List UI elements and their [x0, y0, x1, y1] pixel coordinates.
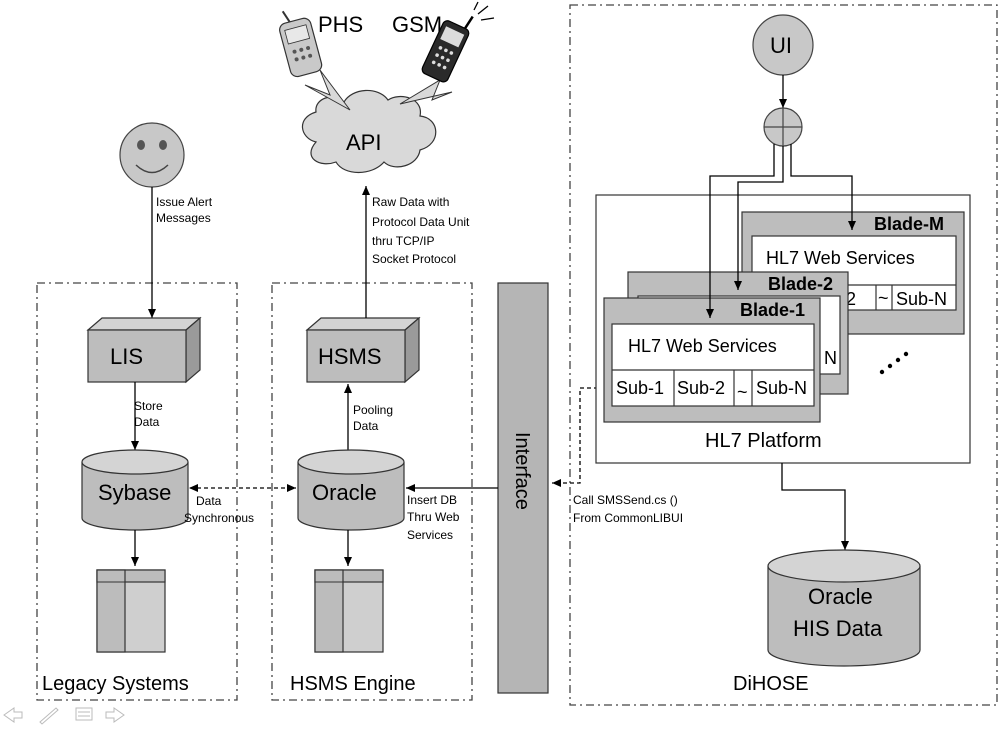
gsm-label: GSM: [392, 12, 442, 37]
api-cloud: API: [301, 89, 437, 174]
api-label: API: [346, 130, 381, 155]
lis-label: LIS: [110, 344, 143, 369]
raw-data-label-2: Protocol Data Unit: [372, 215, 470, 229]
insert-db-label-2: Thru Web: [407, 510, 460, 524]
ui-label: UI: [770, 33, 792, 58]
signal-waves-icon: [473, 1, 495, 21]
blade-1-tilde: ~: [737, 382, 748, 402]
back-arrow-icon[interactable]: [3, 707, 23, 723]
blade-2-label: Blade-2: [768, 274, 833, 294]
more-blades-dots: [879, 351, 909, 375]
menu-icon[interactable]: [75, 707, 93, 721]
hsms-label: HSMS: [318, 344, 382, 369]
raw-data-label-3: thru TCP/IP: [372, 234, 434, 248]
hsms-table-icon: [314, 569, 384, 653]
data-sync-label-1: Data: [196, 494, 222, 508]
his-label-1: Oracle: [808, 584, 873, 609]
gsm-phone-icon: [421, 15, 474, 83]
hsms-engine-box: [271, 282, 473, 701]
issue-alert-label-2: Messages: [156, 211, 211, 225]
legacy-table-icon: [96, 569, 166, 653]
phs-label: PHS: [318, 12, 363, 37]
sub-2-label: Sub-2: [677, 378, 725, 398]
sybase-label: Sybase: [98, 480, 171, 505]
insert-db-label-3: Services: [407, 528, 453, 542]
sub-1-label: Sub-1: [616, 378, 664, 398]
ui-circle: UI: [752, 14, 814, 76]
phs-phone-icon: [279, 10, 323, 78]
blade-1-sub-n-label: Sub-N: [756, 378, 807, 398]
sybase-database: Sybase: [81, 449, 189, 531]
lis-box: LIS: [86, 316, 202, 384]
insert-db-label-1: Insert DB: [407, 493, 457, 507]
oracle-his-database: Oracle HIS Data: [767, 549, 921, 667]
or-junction-icon: [763, 107, 803, 147]
pooling-data-label-1: Pooling: [353, 403, 393, 417]
hl7-platform-title: HL7 Platform: [705, 430, 822, 452]
raw-data-label-4: Socket Protocol: [372, 252, 456, 266]
interface-label: Interface: [511, 432, 533, 510]
blade-m-tilde: ~: [878, 288, 889, 308]
store-data-label-2: Data: [134, 415, 160, 429]
blade-1-web-services-label: HL7 Web Services: [628, 336, 777, 356]
data-sync-label-2: Synchronous: [184, 511, 254, 525]
hsms-engine-title: HSMS Engine: [290, 673, 416, 695]
blade-m-label: Blade-M: [874, 214, 944, 234]
his-label-2: HIS Data: [793, 616, 883, 641]
hsms-box: HSMS: [305, 316, 421, 384]
store-data-label-1: Store: [134, 399, 163, 413]
svg-text:N: N: [824, 348, 837, 368]
pooling-data-label-2: Data: [353, 419, 379, 433]
oracle-database: Oracle: [297, 449, 405, 531]
call-smssend-label-1: Call SMSSend.cs (): [573, 493, 678, 507]
user-smiley-icon: [119, 122, 185, 188]
dihose-box: [569, 4, 998, 706]
call-smssend-label-2: From CommonLIBUI: [573, 511, 683, 525]
oracle-label: Oracle: [312, 480, 377, 505]
blade-m-web-services-label: HL7 Web Services: [766, 248, 915, 268]
legacy-systems-title: Legacy Systems: [42, 673, 189, 695]
raw-data-label-1: Raw Data with: [372, 195, 449, 209]
issue-alert-label-1: Issue Alert: [156, 195, 213, 209]
blade-1: Blade-1 HL7 Web Services Sub-1 Sub-2 ~ S…: [603, 297, 821, 423]
interface-bar: [497, 282, 549, 694]
blade-1-label: Blade-1: [740, 300, 805, 320]
dihose-title: DiHOSE: [733, 673, 809, 695]
blade-m-sub-n-label: Sub-N: [896, 289, 947, 309]
pen-icon[interactable]: [39, 707, 59, 725]
forward-arrow-icon[interactable]: [105, 707, 125, 723]
